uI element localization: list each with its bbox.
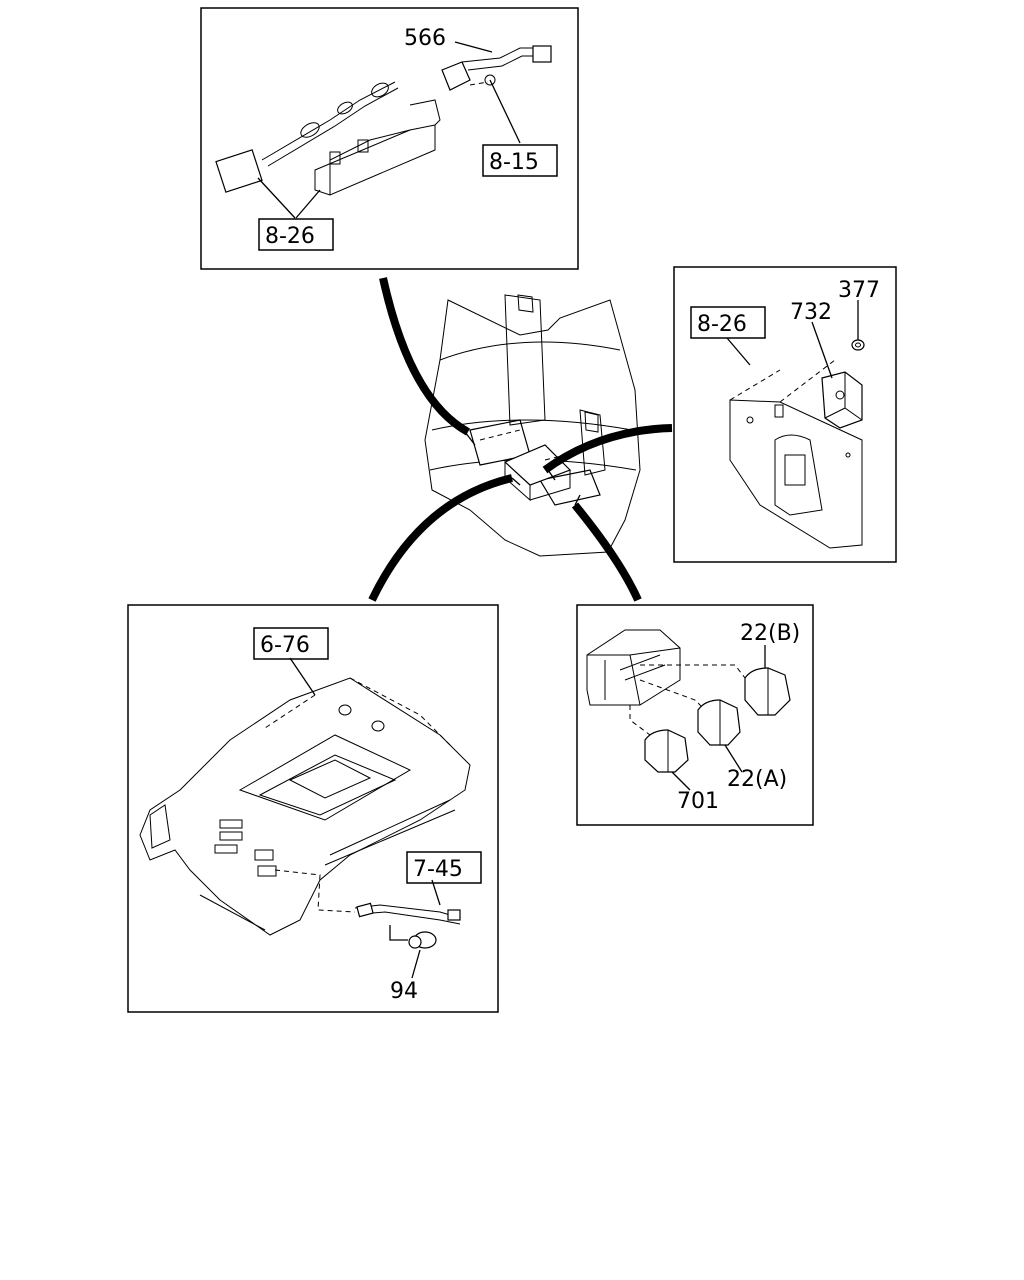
right-detail-drawing (726, 300, 865, 549)
middle-detail-frame (576, 604, 814, 826)
label-box-8-26-right (690, 306, 766, 339)
label-701: 701 (677, 789, 719, 814)
right-detail-frame (673, 266, 897, 563)
label-box-8-15 (482, 144, 558, 177)
label-box-8-26-top (258, 218, 334, 251)
left-detail-drawing (139, 657, 471, 979)
label-8-26-top: 8-26 (265, 224, 315, 249)
label-box-6-76 (253, 627, 329, 660)
label-94: 94 (390, 979, 418, 1004)
label-box-7-45 (406, 851, 482, 884)
middle-detail-drawing (586, 629, 791, 791)
top-detail-frame (200, 7, 579, 270)
left-detail-frame (127, 604, 499, 1013)
label-732: 732 (790, 300, 832, 325)
leader-arc-top (379, 277, 470, 436)
label-22-a: 22(A) (727, 767, 787, 792)
label-22-b: 22(B) (740, 621, 800, 646)
label-8-26-right: 8-26 (697, 312, 747, 337)
label-8-15: 8-15 (489, 150, 539, 175)
label-6-76: 6-76 (260, 633, 310, 658)
label-377: 377 (838, 278, 880, 303)
leader-arc-middle (571, 502, 642, 602)
label-7-45: 7-45 (413, 857, 463, 882)
label-566: 566 (404, 26, 446, 51)
leader-arc-right (542, 424, 673, 474)
leader-arc-left (368, 474, 513, 602)
top-detail-drawing (215, 41, 552, 219)
cab-overview (424, 294, 641, 557)
